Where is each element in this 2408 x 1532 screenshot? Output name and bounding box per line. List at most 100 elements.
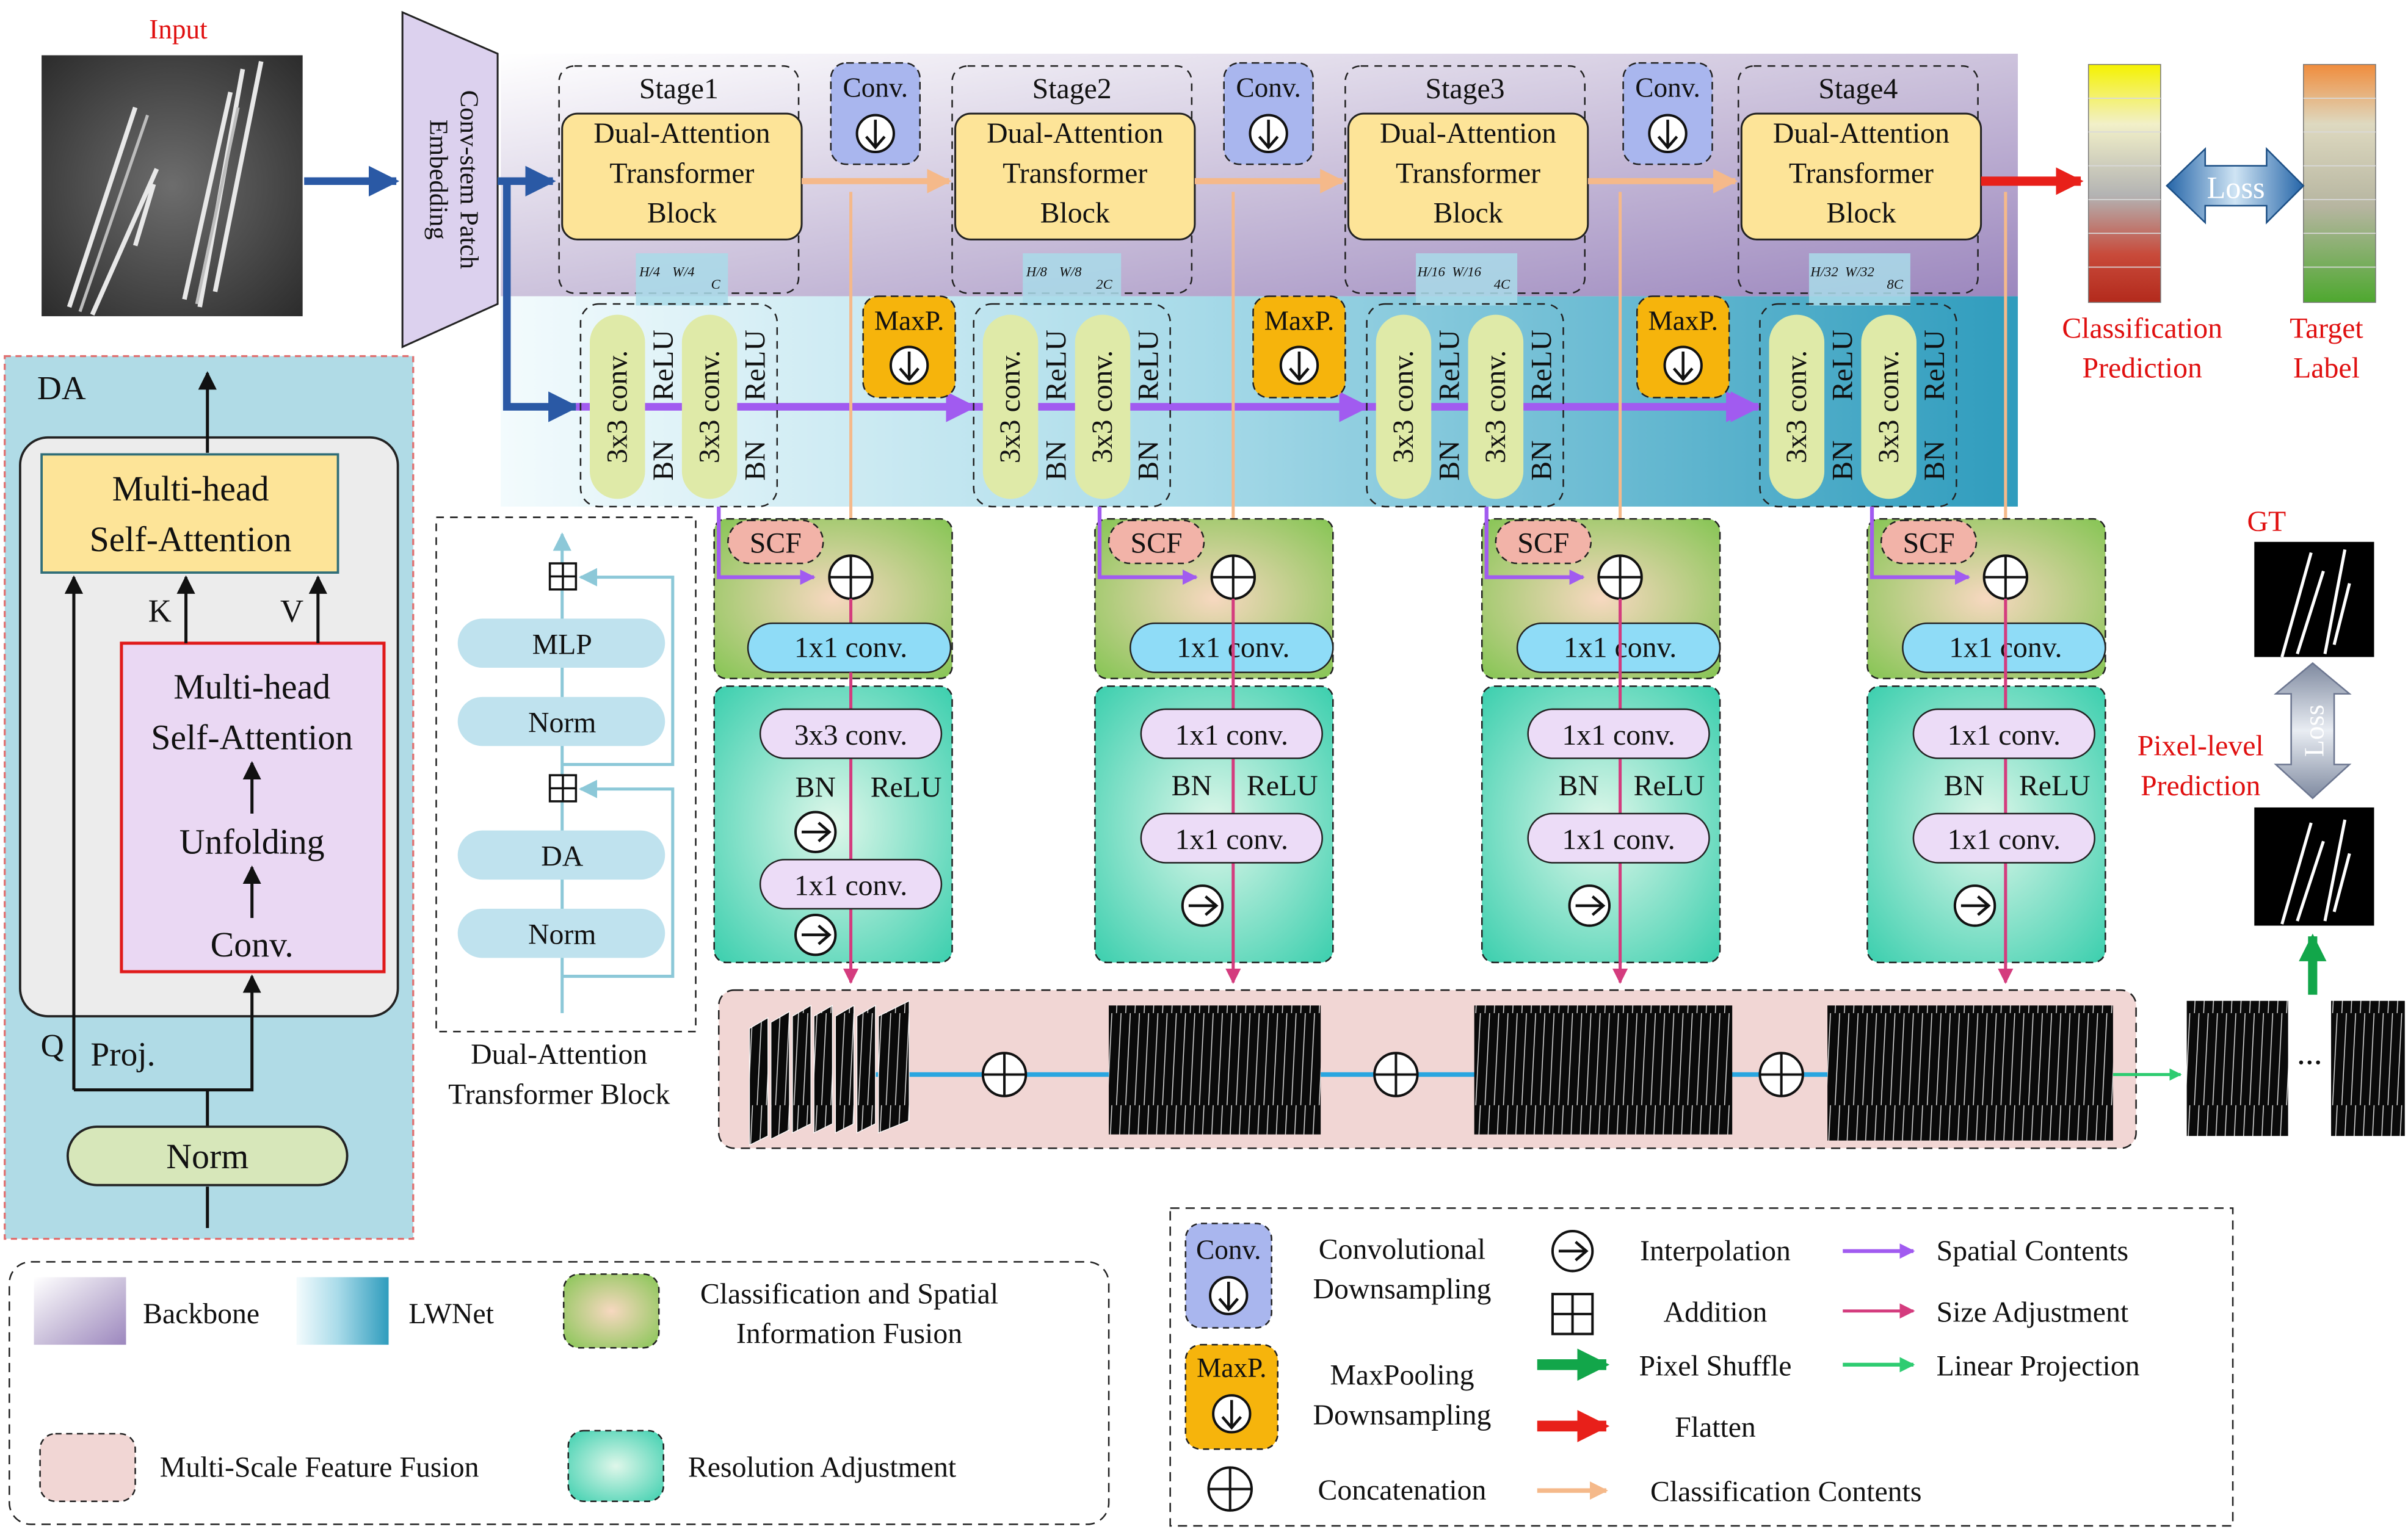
loss-arrow-horizontal: Loss — [2166, 146, 2305, 225]
lw-bn-1: BN — [1040, 440, 1073, 480]
res-bottom-conv: 1x1 conv. — [1562, 823, 1675, 856]
dat-block-label-2: Transformer — [1789, 157, 1934, 189]
gt-label: GT — [2247, 505, 2287, 538]
target-label-bar — [2303, 63, 2376, 303]
concatenation-icon-3 — [1758, 1052, 1804, 1097]
concatenation-icon-2 — [1373, 1052, 1419, 1097]
classification-prediction-label-1: Classification — [2062, 312, 2222, 344]
norm-label-1: Norm — [528, 707, 596, 739]
dim-c: 4C — [1494, 276, 1510, 292]
legend-conv-icon: Conv. — [1184, 1223, 1272, 1329]
da-title: DA — [37, 369, 86, 406]
feature-stack-2 — [1109, 1005, 1321, 1135]
legend-backbone-label: Backbone — [143, 1298, 259, 1330]
target-label-1: Target — [2290, 312, 2363, 344]
input-label: Input — [149, 14, 208, 45]
mhsa-top-label-2: Self-Attention — [90, 519, 292, 559]
lw-bn-2: BN — [739, 440, 772, 480]
lw-bn-2: BN — [1525, 440, 1558, 480]
lw-conv-2: 3x3 conv. — [693, 350, 725, 463]
dim-c: C — [711, 276, 721, 292]
res-top-conv: 1x1 conv. — [1948, 719, 2061, 751]
legend-maxp-down-label-2: Downsampling — [1313, 1399, 1491, 1431]
dim-w: W/16 — [1452, 264, 1481, 280]
mhsa-top-label-1: Multi-head — [112, 469, 269, 508]
lw-bn-2: BN — [1918, 440, 1951, 480]
conv-downsample-3: Conv. — [1622, 62, 1713, 165]
legend-concatenation-icon — [1207, 1466, 1253, 1512]
lw-relu-1: ReLU — [1040, 330, 1073, 401]
output-stack-1 — [2186, 1000, 2288, 1136]
dat-block — [561, 112, 803, 240]
norm-label-2: Norm — [528, 919, 596, 951]
da-norm-label: Norm — [166, 1136, 248, 1176]
res-relu: ReLU — [1247, 770, 1318, 802]
res-top-conv: 1x1 conv. — [1175, 719, 1288, 751]
dat-block — [954, 112, 1196, 240]
q-label: Q — [41, 1028, 64, 1063]
maxp-downsample-1: MaxP. — [862, 295, 956, 399]
legend-msff-swatch — [39, 1433, 136, 1502]
unfolding-label: Unfolding — [180, 822, 325, 861]
dim-c: 8C — [1887, 276, 1904, 292]
lw-conv-1: 3x3 conv. — [1387, 350, 1420, 463]
target-label-2: Label — [2293, 352, 2360, 385]
da-box — [457, 830, 665, 880]
maxp-label: MaxP. — [1264, 306, 1334, 336]
legend-resadj-label: Resolution Adjustment — [688, 1451, 956, 1483]
mlp-label: MLP — [532, 628, 592, 660]
dim-h: H/4 — [639, 264, 660, 280]
legend-pixel-shuffle-label: Pixel Shuffle — [1639, 1350, 1792, 1382]
legend-maxp-down-label-1: MaxPooling — [1330, 1359, 1474, 1392]
mhsa-inner-label-1: Multi-head — [173, 667, 330, 706]
dat-block-label-1: Dual-Attention — [987, 117, 1163, 150]
fusion-conv-label: 1x1 conv. — [794, 631, 907, 663]
legend-resadj-swatch — [567, 1429, 664, 1502]
conv-label: Conv. — [1635, 72, 1700, 103]
legend-class-contents-label: Classification Contents — [1650, 1476, 1921, 1508]
res-top-conv: 3x3 conv. — [794, 719, 907, 751]
lw-relu-2: ReLU — [1918, 330, 1951, 401]
dat-caption-2: Transformer Block — [448, 1078, 670, 1110]
res-bottom-conv: 1x1 conv. — [1175, 823, 1288, 856]
feature-stack-1 — [749, 1000, 910, 1146]
lw-relu-1: ReLU — [1826, 330, 1859, 401]
k-label: K — [148, 594, 172, 629]
loss-arrow-vertical: Loss — [2274, 662, 2352, 800]
dim-h: H/8 — [1026, 264, 1048, 280]
dims-label-4: H/32 W/32 8C — [1808, 253, 1910, 306]
lw-conv-2: 3x3 conv. — [1086, 350, 1119, 463]
lw-conv-2: 3x3 conv. — [1479, 350, 1512, 463]
stage-2: Stage2 Dual-Attention Transformer Block — [951, 65, 1196, 294]
lw-relu-1: ReLU — [647, 330, 680, 401]
scf-label: SCF — [1131, 527, 1183, 559]
dims-label-3: H/16 W/16 4C — [1416, 253, 1518, 306]
fusion-column-2: SCF 1x1 conv. 1x1 conv. BN ReLU 1x1 conv… — [1094, 192, 1334, 985]
feature-stack-4 — [1827, 1005, 2113, 1141]
res-relu: ReLU — [1634, 770, 1705, 802]
output-stack-2 — [2331, 1000, 2405, 1136]
stage-title: Stage1 — [639, 73, 719, 105]
res-bn: BN — [1172, 770, 1212, 802]
legend-addition-label: Addition — [1664, 1296, 1768, 1328]
res-bn: BN — [1944, 770, 1984, 802]
dat-block — [1347, 112, 1589, 240]
pixel-prediction-label-2: Prediction — [2141, 770, 2260, 802]
v-label: V — [280, 594, 303, 629]
loss-label: Loss — [2207, 170, 2265, 204]
scf-label: SCF — [750, 527, 802, 559]
legend-lwnet-swatch — [296, 1277, 389, 1345]
conv-stem-patch-embedding: Conv-stem Patch Embedding — [401, 10, 499, 349]
legend-csif-label-2: Information Fusion — [736, 1318, 962, 1350]
conv-label-da: Conv. — [211, 925, 294, 964]
maxp-downsample-2: MaxP. — [1252, 295, 1346, 399]
embedding-label-1: Conv-stem Patch — [455, 90, 484, 269]
da-norm-box — [66, 1126, 349, 1187]
dim-h: H/16 — [1417, 264, 1446, 280]
stage-4: Stage4 Dual-Attention Transformer Block — [1737, 65, 1982, 294]
mhsa-top-box — [40, 453, 339, 574]
legend-left-frame — [9, 1261, 1110, 1525]
dat-block-label-1: Dual-Attention — [593, 117, 770, 150]
lw-relu-1: ReLU — [1433, 330, 1465, 401]
